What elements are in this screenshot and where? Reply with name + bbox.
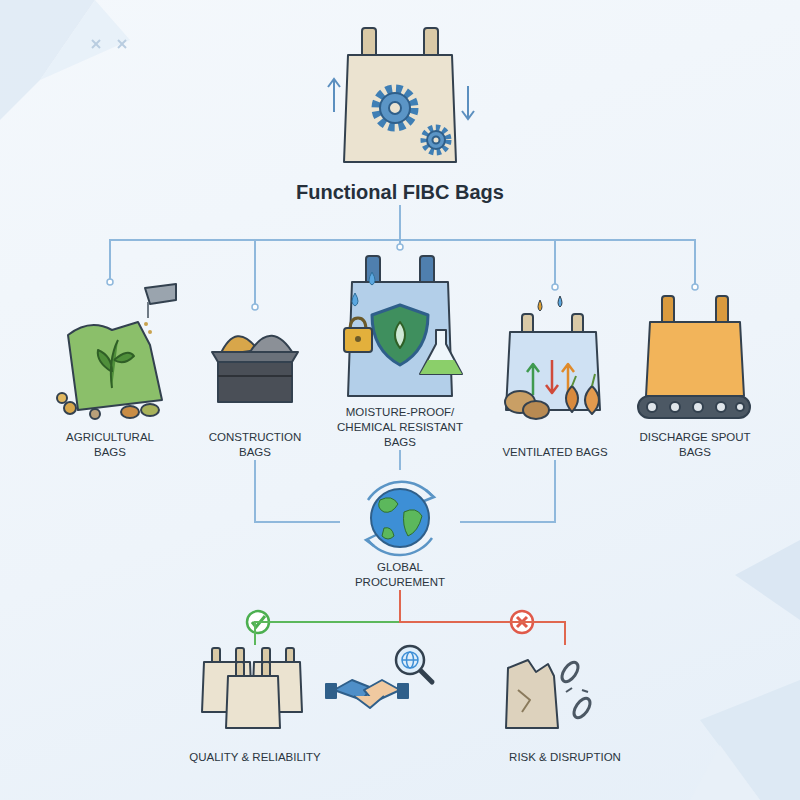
connector bbox=[255, 460, 340, 522]
connector-dot bbox=[397, 244, 403, 250]
node-label: MOISTURE-PROOF/ CHEMICAL RESISTANT BAGS bbox=[328, 405, 472, 450]
bg-shape bbox=[735, 540, 800, 620]
connector bbox=[400, 205, 698, 290]
bg-marks bbox=[92, 40, 126, 48]
discharge-spout-icon bbox=[638, 296, 750, 418]
agricultural-icon bbox=[57, 284, 176, 419]
node-label: QUALITY & RELIABILITY bbox=[187, 750, 322, 765]
category-node: VENTILATED BAGS bbox=[490, 290, 620, 460]
bg-shape bbox=[690, 745, 760, 800]
connector-line bbox=[400, 590, 565, 645]
diagram-title: Functional FIBC Bags bbox=[294, 179, 506, 205]
torn-bag-icon bbox=[506, 660, 558, 728]
procurement-node: GLOBAL PROCUREMENT bbox=[340, 470, 460, 590]
node-label: CONSTRUCTION BAGS bbox=[197, 430, 313, 460]
magnifier-icon bbox=[396, 646, 432, 682]
bg-shape bbox=[40, 0, 130, 80]
connector-line bbox=[399, 450, 401, 470]
moisture-chemical-icon bbox=[344, 256, 462, 396]
category-node: AGRICULTURAL BAGS bbox=[40, 285, 180, 460]
flow-arrows bbox=[328, 79, 474, 119]
outcome-node: QUALITY & RELIABILITY bbox=[175, 645, 335, 765]
connector-line bbox=[255, 460, 340, 522]
connector bbox=[255, 590, 400, 645]
connector bbox=[400, 450, 401, 470]
globe-icon bbox=[366, 482, 434, 555]
title-node: Functional FIBC Bags bbox=[280, 20, 520, 205]
handshake-icon bbox=[326, 680, 408, 708]
ventilated-icon bbox=[505, 296, 600, 419]
connector bbox=[400, 590, 565, 645]
connector bbox=[460, 460, 555, 522]
connector-line bbox=[460, 460, 555, 522]
node-label: GLOBAL PROCUREMENT bbox=[340, 560, 460, 590]
node-label: AGRICULTURAL BAGS bbox=[52, 430, 168, 460]
category-node: CONSTRUCTION BAGS bbox=[190, 310, 320, 460]
category-node: DISCHARGE SPOUT BAGS bbox=[625, 290, 765, 460]
connector-dot bbox=[107, 279, 113, 285]
connector-line bbox=[400, 205, 695, 290]
broken-chain-icon bbox=[559, 660, 593, 721]
connector-dot bbox=[552, 284, 558, 290]
node-label: DISCHARGE SPOUT BAGS bbox=[630, 430, 760, 460]
connector-line bbox=[400, 205, 555, 290]
connector-dot bbox=[252, 304, 258, 310]
connector bbox=[107, 205, 400, 285]
node-label: VENTILATED BAGS bbox=[500, 445, 609, 460]
category-node: MOISTURE-PROOF/ CHEMICAL RESISTANT BAGS bbox=[320, 250, 480, 450]
top-bag-icon bbox=[344, 28, 456, 162]
connector bbox=[400, 205, 558, 290]
connector-line bbox=[255, 590, 400, 645]
construction-icon bbox=[212, 336, 298, 402]
connector bbox=[252, 205, 400, 310]
connector-dot bbox=[692, 284, 698, 290]
quality-bags-icon bbox=[202, 648, 302, 728]
connector-line bbox=[255, 205, 400, 310]
outcome-node: RISK & DISRUPTION bbox=[480, 645, 650, 765]
node-label: RISK & DISRUPTION bbox=[507, 750, 623, 765]
